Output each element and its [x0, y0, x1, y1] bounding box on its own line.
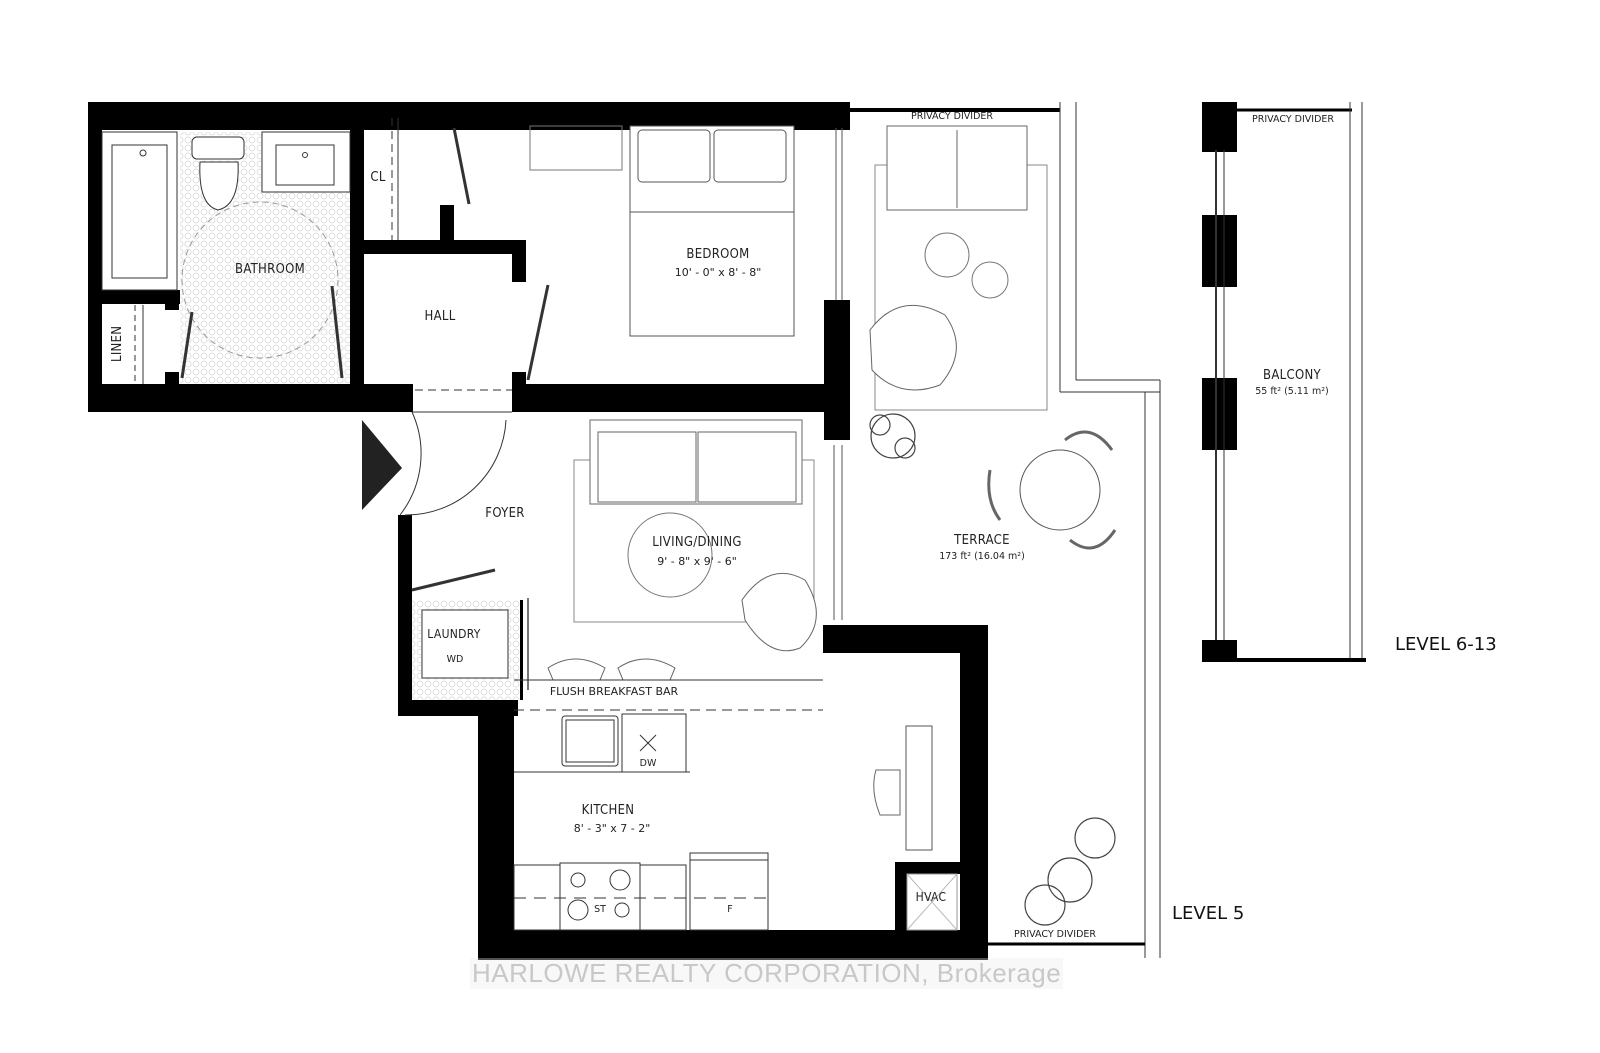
fixture-label-dishwasher: DW	[639, 758, 657, 769]
vanity-sink	[275, 144, 335, 186]
room-label-bedroom: BEDROOM	[686, 247, 750, 262]
room-dimensions-bedroom: 10' - 0" x 8' - 8"	[674, 266, 762, 279]
kitchen-sink	[561, 715, 619, 767]
divider-label-balcony-top: PRIVACY DIVIDER	[1252, 114, 1334, 125]
fixture-label-breakfast-bar: FLUSH BREAKFAST BAR	[549, 685, 679, 698]
room-label-hall: HALL	[424, 309, 456, 324]
divider-label-terrace-top: PRIVACY DIVIDER	[911, 111, 993, 122]
balcony-walls	[1202, 102, 1237, 662]
entry-door-swing	[399, 411, 422, 516]
bed	[629, 125, 795, 337]
stove	[559, 862, 641, 931]
plant-icon	[869, 413, 1116, 926]
room-label-closet: CL	[370, 170, 386, 185]
fixture-label-hvac: HVAC	[915, 890, 947, 904]
terrace-table	[1019, 449, 1101, 531]
brokerage-watermark: HARLOWE REALTY CORPORATION, Brokerage	[470, 958, 1064, 989]
room-label-bathroom: BATHROOM	[235, 262, 305, 277]
armchair	[741, 572, 817, 652]
divider-label-terrace-bottom: PRIVACY DIVIDER	[1014, 929, 1096, 940]
room-label-foyer: FOYER	[485, 506, 525, 521]
fixture-label-fridge: F	[727, 904, 733, 915]
level-label-balcony: LEVEL 6-13	[1395, 634, 1497, 655]
room-label-living-dining: LIVING/DINING	[652, 535, 742, 550]
entry-arrow-icon	[362, 420, 402, 510]
level-label-terrace: LEVEL 5	[1172, 903, 1245, 924]
fixture-label-stove: ST	[594, 904, 606, 915]
desk	[905, 725, 933, 851]
toilet	[191, 136, 245, 160]
washer-dryer	[421, 609, 509, 679]
room-dimensions-kitchen: 8' - 3" x 7 - 2"	[573, 822, 651, 835]
dresser	[529, 125, 623, 171]
area-label-terrace: 173 ft² (16.04 m²)	[939, 551, 1025, 562]
room-label-balcony: BALCONY	[1263, 368, 1321, 383]
bathtub	[101, 131, 178, 291]
room-label-terrace: TERRACE	[954, 533, 1010, 548]
area-label-balcony: 55 ft² (5.11 m²)	[1255, 386, 1329, 397]
fridge	[689, 852, 769, 931]
room-label-laundry: LAUNDRY	[427, 627, 481, 641]
room-label-kitchen: KITCHEN	[581, 803, 635, 818]
appliance-label-washer-dryer: WD	[446, 654, 464, 665]
terrace-chair	[869, 304, 957, 391]
coffee-table	[627, 512, 713, 598]
room-dimensions-living-dining: 9' - 8" x 9' - 6"	[657, 555, 737, 568]
room-label-linen: LINEN	[110, 325, 125, 362]
